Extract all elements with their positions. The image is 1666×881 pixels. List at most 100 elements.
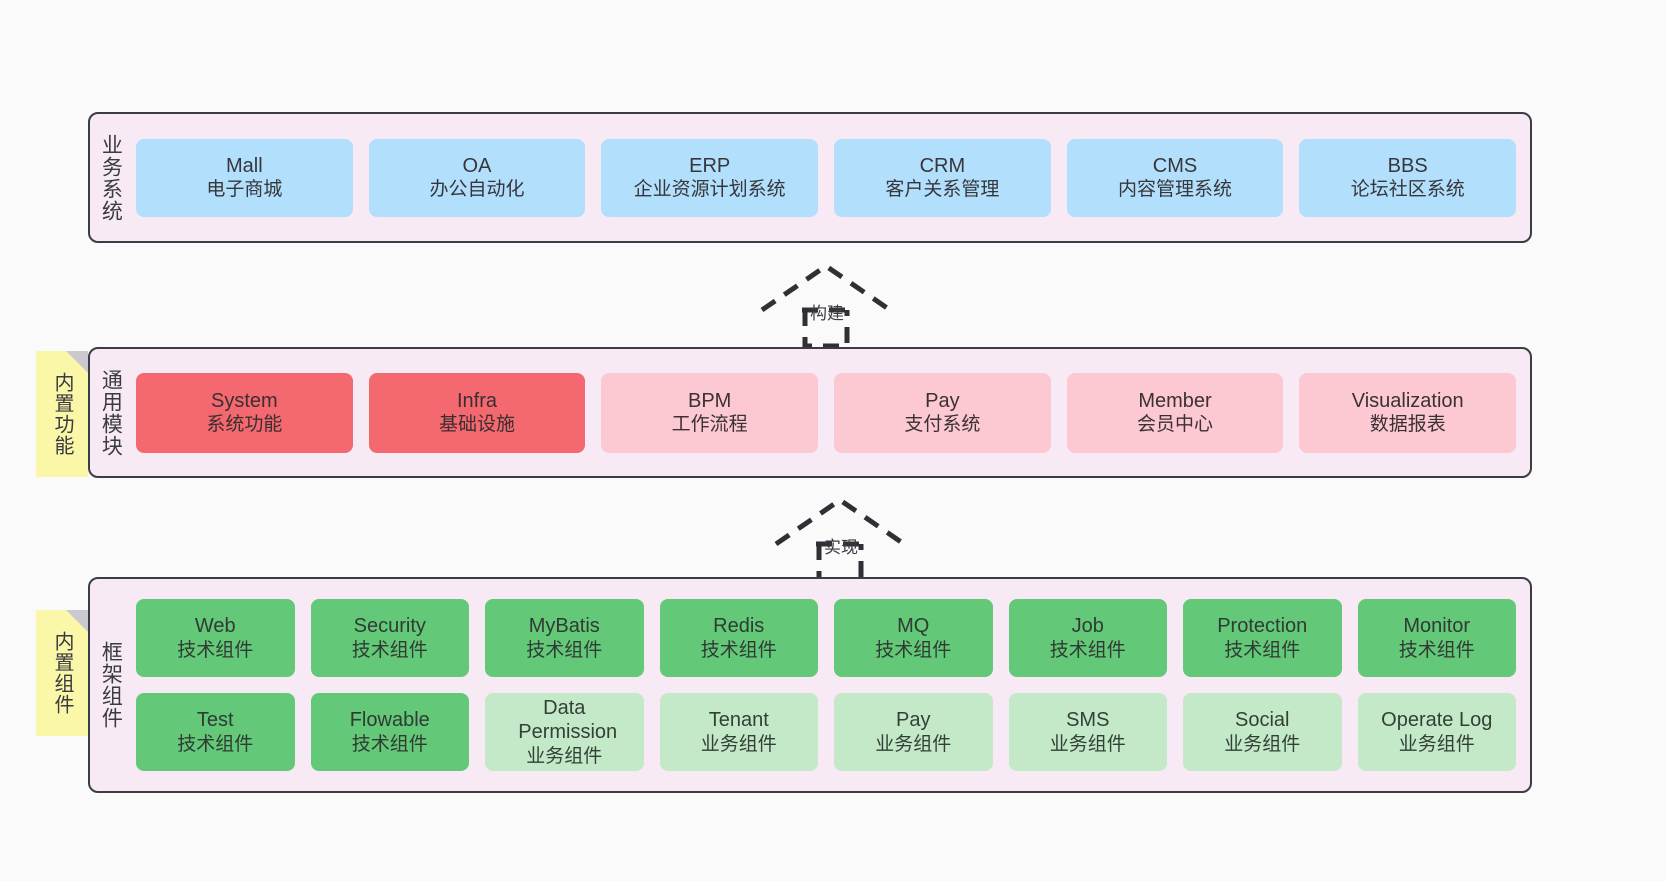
card-erp[interactable]: ERP 企业资源计划系统 [601, 138, 819, 217]
card-subtitle: 支付系统 [904, 414, 981, 436]
card-subtitle: 技术组件 [526, 639, 603, 661]
card-row: System 系统功能 Infra 基础设施 BPM 工作流程 Pay 支付系统… [136, 372, 1517, 453]
card-system[interactable]: System 系统功能 [136, 372, 353, 453]
card-title: Pay [925, 389, 960, 412]
card-title: CRM [919, 154, 966, 177]
card-tenant[interactable]: Tenant 业务组件 [659, 693, 818, 771]
card-row: Test 技术组件 Flowable 技术组件 Data Permission … [136, 693, 1516, 771]
card-title: Test [196, 709, 234, 732]
layer-title-business-systems: 业务系统 [99, 133, 123, 222]
layer-panel-common-modules: 通用模块 System 系统功能 Infra 基础设施 BPM 工作流程 Pay… [88, 347, 1532, 478]
arrow-implement-label: 实现 [824, 538, 858, 557]
note-fold-icon [66, 610, 88, 632]
card-data-permission[interactable]: Data Permission 业务组件 [485, 693, 644, 771]
card-job[interactable]: Job 技术组件 [1008, 599, 1167, 677]
note-fold-icon [66, 351, 88, 373]
card-security[interactable]: Security 技术组件 [310, 599, 469, 677]
card-subtitle: 业务组件 [700, 733, 777, 755]
card-operate-log[interactable]: Operate Log 业务组件 [1357, 693, 1516, 771]
card-mall[interactable]: Mall 电子商城 [136, 138, 353, 217]
card-flowable[interactable]: Flowable 技术组件 [310, 693, 469, 771]
card-subtitle: 数据报表 [1369, 414, 1446, 436]
card-subtitle: 办公自动化 [429, 179, 525, 201]
card-subtitle: 客户关系管理 [885, 179, 1000, 201]
card-subtitle: 系统功能 [206, 414, 283, 436]
card-cms[interactable]: CMS 内容管理系统 [1066, 138, 1284, 217]
card-bbs[interactable]: BBS 论坛社区系统 [1299, 138, 1517, 217]
card-subtitle: 电子商城 [206, 179, 283, 201]
card-title: Protection [1217, 615, 1308, 638]
card-crm[interactable]: CRM 客户关系管理 [834, 138, 1051, 217]
card-web[interactable]: Web 技术组件 [136, 599, 295, 677]
card-subtitle: 工作流程 [671, 414, 748, 436]
arrow-implement: 实现 [766, 492, 926, 582]
arrow-build-glyph [760, 262, 892, 348]
card-subtitle: 内容管理系统 [1118, 179, 1233, 201]
card-title: BPM [688, 389, 732, 412]
card-title: Security [353, 615, 426, 638]
layer-panel-framework-components: 框架组件 Web 技术组件 Security 技术组件 MyBatis 技术组件… [88, 577, 1532, 793]
card-subtitle: 技术组件 [700, 639, 777, 661]
card-title: MQ [897, 615, 930, 638]
card-title: Infra [456, 389, 498, 412]
layer-body-common-modules: System 系统功能 Infra 基础设施 BPM 工作流程 Pay 支付系统… [130, 349, 1530, 476]
card-title: Data Permission [518, 697, 618, 744]
card-title: MyBatis [528, 615, 600, 638]
card-subtitle: 业务组件 [1049, 733, 1126, 755]
card-title: Operate Log [1381, 709, 1493, 732]
card-subtitle: 技术组件 [1049, 639, 1126, 661]
card-pay[interactable]: Pay 支付系统 [834, 372, 1051, 453]
layer-title-common-modules: 通用模块 [99, 368, 123, 457]
card-member[interactable]: Member 会员中心 [1066, 372, 1284, 453]
card-title: Pay [896, 709, 931, 732]
card-title: BBS [1387, 154, 1428, 177]
card-subtitle: 技术组件 [177, 639, 254, 661]
card-subtitle: 技术组件 [1398, 639, 1475, 661]
card-title: OA [462, 154, 492, 177]
card-subtitle: 业务组件 [526, 745, 603, 767]
card-social[interactable]: Social 业务组件 [1183, 693, 1342, 771]
card-bpm[interactable]: BPM 工作流程 [601, 372, 819, 453]
card-sms[interactable]: SMS 业务组件 [1008, 693, 1167, 771]
note-builtin-features: 内置功能 [36, 351, 88, 477]
note-label: 内置功能 [51, 372, 73, 456]
card-title: Web [194, 615, 236, 638]
card-infra[interactable]: Infra 基础设施 [368, 372, 586, 453]
card-title: Redis [713, 615, 765, 638]
card-title: Mall [226, 154, 263, 177]
card-test[interactable]: Test 技术组件 [136, 693, 295, 771]
card-subtitle: 基础设施 [439, 414, 516, 436]
card-mybatis[interactable]: MyBatis 技术组件 [485, 599, 644, 677]
card-mq[interactable]: MQ 技术组件 [834, 599, 993, 677]
card-redis[interactable]: Redis 技术组件 [659, 599, 818, 677]
card-subtitle: 技术组件 [351, 733, 428, 755]
card-subtitle: 企业资源计划系统 [633, 179, 786, 201]
card-subtitle: 技术组件 [1224, 639, 1301, 661]
arrow-build: 构建 [752, 258, 912, 348]
card-pay-business[interactable]: Pay 业务组件 [834, 693, 993, 771]
card-protection[interactable]: Protection 技术组件 [1183, 599, 1342, 677]
note-builtin-components: 内置组件 [36, 610, 88, 736]
card-title: ERP [689, 154, 731, 177]
card-title: Monitor [1403, 615, 1471, 638]
layer-body-business-systems: Mall 电子商城 OA 办公自动化 ERP 企业资源计划系统 CRM 客户关系… [130, 114, 1530, 241]
card-subtitle: 业务组件 [875, 733, 952, 755]
card-subtitle: 技术组件 [177, 733, 254, 755]
card-subtitle: 业务组件 [1398, 733, 1475, 755]
card-title: Tenant [708, 709, 769, 732]
card-monitor[interactable]: Monitor 技术组件 [1357, 599, 1516, 677]
card-row: Web 技术组件 Security 技术组件 MyBatis 技术组件 Redi… [136, 599, 1516, 677]
card-title: Visualization [1351, 389, 1464, 412]
card-title: Social [1235, 709, 1290, 732]
card-subtitle: 技术组件 [875, 639, 952, 661]
card-title: Job [1071, 615, 1104, 638]
card-title: Flowable [349, 709, 430, 732]
card-subtitle: 业务组件 [1224, 733, 1301, 755]
card-title: CMS [1152, 154, 1198, 177]
card-row: Mall 电子商城 OA 办公自动化 ERP 企业资源计划系统 CRM 客户关系… [136, 138, 1517, 217]
card-visualization[interactable]: Visualization 数据报表 [1299, 372, 1517, 453]
card-oa[interactable]: OA 办公自动化 [368, 138, 586, 217]
layer-panel-business-systems: 业务系统 Mall 电子商城 OA 办公自动化 ERP 企业资源计划系统 CRM… [88, 112, 1532, 243]
card-title: System [210, 389, 278, 412]
